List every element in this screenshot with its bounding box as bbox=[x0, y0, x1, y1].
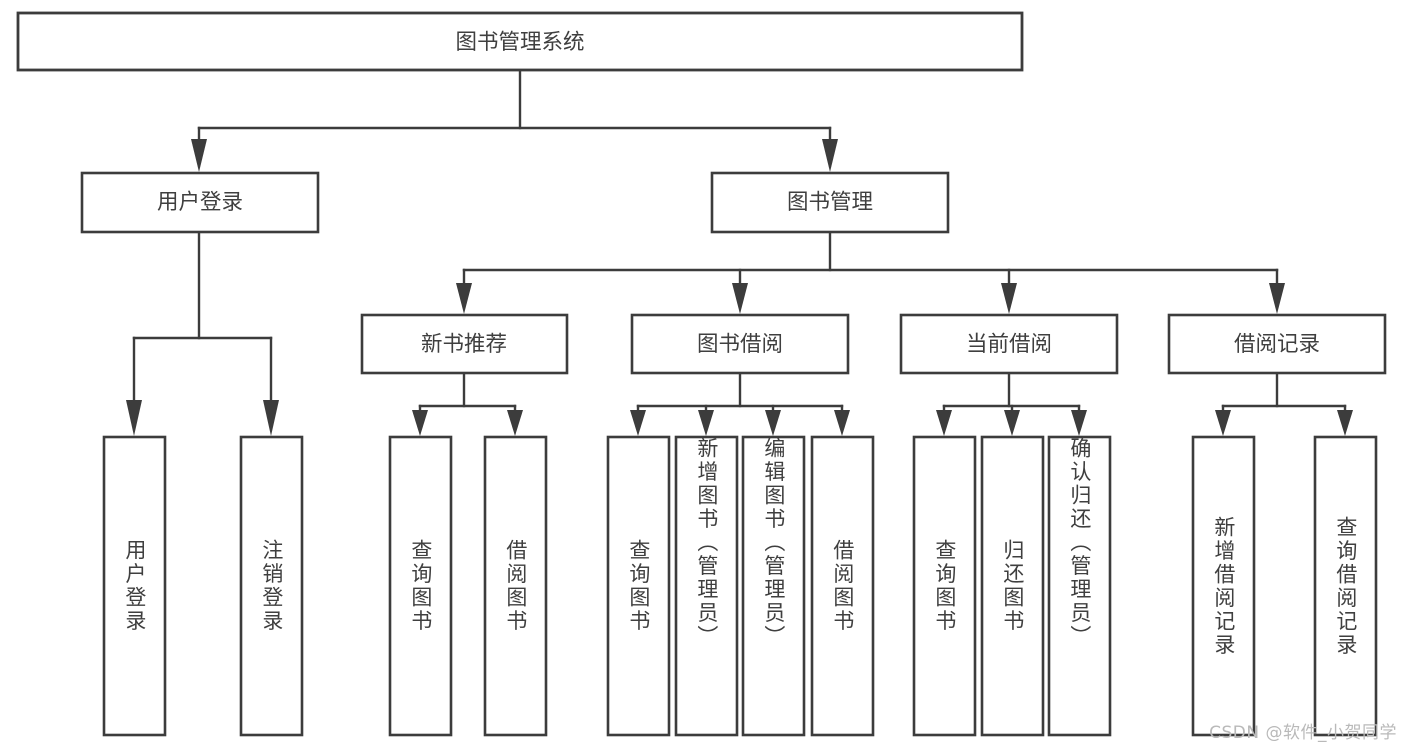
node-book-borrow-label: 图书借阅 bbox=[697, 332, 783, 357]
arrow-head-leaf-confirm-return bbox=[1071, 410, 1087, 436]
arrow-head-user-login bbox=[191, 139, 207, 172]
arrow-head-leaf-edit-book bbox=[765, 410, 781, 436]
leaf-logout-box[interactable] bbox=[239, 435, 304, 737]
leaf-user-login-box[interactable] bbox=[102, 435, 167, 737]
node-book-borrow-box[interactable] bbox=[630, 313, 850, 375]
leaf-query-book-2-box[interactable] bbox=[606, 435, 671, 737]
node-root-label: 图书管理系统 bbox=[455, 30, 584, 55]
node-root[interactable]: 图书管理系统 bbox=[16, 11, 1024, 72]
node-user-login[interactable]: 用户登录 bbox=[80, 171, 320, 234]
arrow-head-leaf-add-record bbox=[1215, 410, 1231, 436]
arrow-head-leaf-logout bbox=[263, 400, 279, 436]
node-borrow-record[interactable]: 借阅记录 bbox=[1167, 313, 1387, 375]
leaf-box-layer bbox=[102, 435, 1378, 737]
leaf-edit-book-box[interactable] bbox=[741, 435, 806, 737]
arrow-head-new-book-recommend bbox=[456, 283, 472, 314]
leaf-add-record-box[interactable] bbox=[1191, 435, 1256, 737]
arrow-head-leaf-query-book-3 bbox=[936, 410, 952, 436]
arrow-head-leaf-borrow-book-2 bbox=[834, 410, 850, 436]
leaf-confirm-return-box[interactable] bbox=[1047, 435, 1112, 737]
node-new-book-recommend-label: 新书推荐 bbox=[421, 332, 507, 357]
arrow-head-leaf-query-record bbox=[1337, 410, 1353, 436]
node-current-borrow-box[interactable] bbox=[899, 313, 1119, 375]
arrow-head-leaf-query-book-2 bbox=[630, 410, 646, 436]
arrow-head-leaf-add-book bbox=[698, 410, 714, 436]
node-book-manage[interactable]: 图书管理 bbox=[710, 171, 950, 234]
node-borrow-record-label: 借阅记录 bbox=[1234, 332, 1320, 357]
arrow-head-borrow-record bbox=[1269, 283, 1285, 314]
node-root-box[interactable] bbox=[16, 11, 1024, 72]
node-new-book-recommend[interactable]: 新书推荐 bbox=[360, 313, 569, 375]
arrow-head-book-borrow bbox=[732, 283, 748, 314]
watermark: CSDN @软件_小贺同学 bbox=[1209, 723, 1397, 743]
node-new-book-recommend-box[interactable] bbox=[360, 313, 569, 375]
arrow-head-book-manage bbox=[822, 139, 838, 172]
node-book-manage-box[interactable] bbox=[710, 171, 950, 234]
arrow-head-leaf-user-login bbox=[126, 400, 142, 436]
leaf-query-record-box[interactable] bbox=[1313, 435, 1378, 737]
node-current-borrow-label: 当前借阅 bbox=[966, 332, 1052, 357]
leaf-borrow-book-2-box[interactable] bbox=[810, 435, 875, 737]
leaf-query-book-1-box[interactable] bbox=[388, 435, 453, 737]
node-borrow-record-box[interactable] bbox=[1167, 313, 1387, 375]
node-book-borrow[interactable]: 图书借阅 bbox=[630, 313, 850, 375]
leaf-return-book-box[interactable] bbox=[980, 435, 1045, 737]
arrow-head-leaf-borrow-book-1 bbox=[507, 410, 523, 436]
leaf-query-book-3-box[interactable] bbox=[912, 435, 977, 737]
node-book-manage-label: 图书管理 bbox=[787, 190, 873, 215]
leaf-add-book-box[interactable] bbox=[674, 435, 739, 737]
leaf-borrow-book-1-box[interactable] bbox=[483, 435, 548, 737]
arrow-head-leaf-return-book bbox=[1004, 410, 1020, 436]
node-current-borrow[interactable]: 当前借阅 bbox=[899, 313, 1119, 375]
arrow-head-leaf-query-book-1 bbox=[412, 410, 428, 436]
node-user-login-label: 用户登录 bbox=[157, 190, 243, 215]
arrow-head-current-borrow bbox=[1001, 283, 1017, 314]
connector-layer bbox=[126, 68, 1353, 436]
node-user-login-box[interactable] bbox=[80, 171, 320, 234]
